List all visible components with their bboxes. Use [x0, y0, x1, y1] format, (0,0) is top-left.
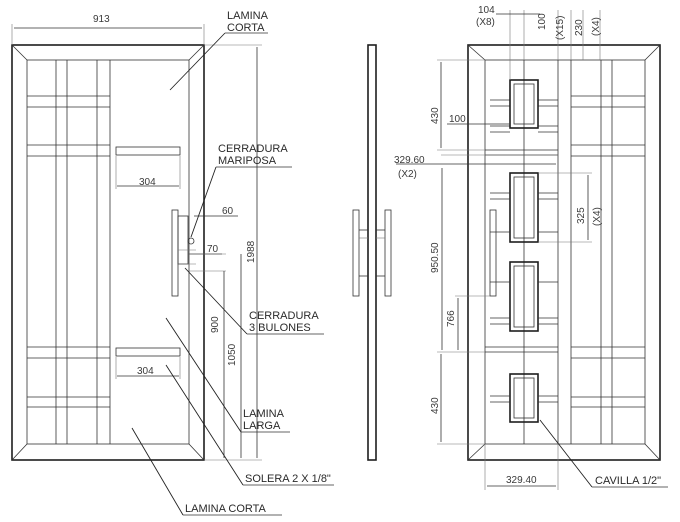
back-view: 104 (X8) 100 (X15) 230 (X4) 430 100 329.…: [394, 5, 668, 490]
label-lamina-corta-top-2: CORTA: [227, 22, 265, 34]
dim-70: 70: [207, 244, 219, 255]
dim-x4-top: (X4): [591, 17, 602, 36]
label-solera: SOLERA 2 X 1/8": [245, 473, 331, 485]
label-cerradura-bulones-1: CERRADURA: [249, 310, 319, 322]
front-labels: LAMINA CORTA CERRADURA MARIPOSA CERRADUR…: [131, 10, 334, 516]
dim-x15: (X15): [555, 16, 566, 40]
label-cavilla: CAVILLA 1/2": [595, 475, 661, 487]
label-cerradura-bulones-2: 3 BULONES: [249, 322, 311, 334]
dim-width: 913: [93, 14, 110, 25]
label-lamina-larga-1: LAMINA: [243, 408, 285, 420]
dim-1050: 1050: [227, 343, 238, 366]
back-outer-frame: [467, 44, 661, 461]
label-cerradura-mariposa-2: MARIPOSA: [218, 155, 277, 167]
label-cerradura-mariposa-1: CERRADURA: [218, 143, 288, 155]
side-handle-left: [352, 209, 360, 297]
dim-430-bottom: 430: [430, 397, 441, 414]
box-2: [509, 172, 539, 243]
lock-body: [177, 215, 189, 265]
dim-766: 766: [446, 310, 457, 327]
box-4: [509, 373, 539, 423]
mariposa-lock: [187, 237, 195, 245]
dim-104: 104: [478, 5, 495, 16]
dim-900: 900: [210, 316, 221, 333]
back-inner-frame: [484, 59, 646, 445]
top-handle: [115, 146, 181, 156]
dim-x4-mid: (X4): [592, 207, 603, 226]
side-view: [352, 44, 392, 461]
dim-handle-bottom: 304: [137, 366, 154, 377]
dim-100-mid: 100: [449, 114, 466, 125]
dim-x8: (X8): [476, 17, 495, 28]
dim-329-40: 329.40: [506, 475, 537, 486]
dim-230: 230: [574, 19, 585, 36]
front-view: 913 304 304 60 70 900 1050 1988: [11, 14, 262, 461]
dim-329-60: 329.60: [394, 155, 425, 166]
side-handle-right: [384, 209, 392, 297]
bottom-handle: [115, 347, 181, 357]
dim-430-top: 430: [430, 107, 441, 124]
dim-950-50: 950.50: [430, 242, 441, 273]
dim-handle-top: 304: [139, 177, 156, 188]
box-3: [509, 261, 539, 332]
dim-60: 60: [222, 206, 234, 217]
box-1: [509, 79, 539, 129]
dim-x2: (X2): [398, 169, 417, 180]
door-inner-frame: [26, 59, 190, 445]
label-lamina-corta-bottom: LAMINA CORTA: [185, 503, 267, 515]
dim-325: 325: [576, 207, 587, 224]
label-lamina-corta-top-1: LAMINA: [227, 10, 269, 22]
door-outer-frame: [11, 44, 205, 461]
side-panel: [367, 44, 377, 461]
label-lamina-larga-2: LARGA: [243, 420, 281, 432]
dim-100-top: 100: [537, 13, 548, 30]
dim-height: 1988: [246, 240, 257, 263]
lock-plate: [171, 209, 179, 297]
back-handle: [489, 209, 497, 297]
